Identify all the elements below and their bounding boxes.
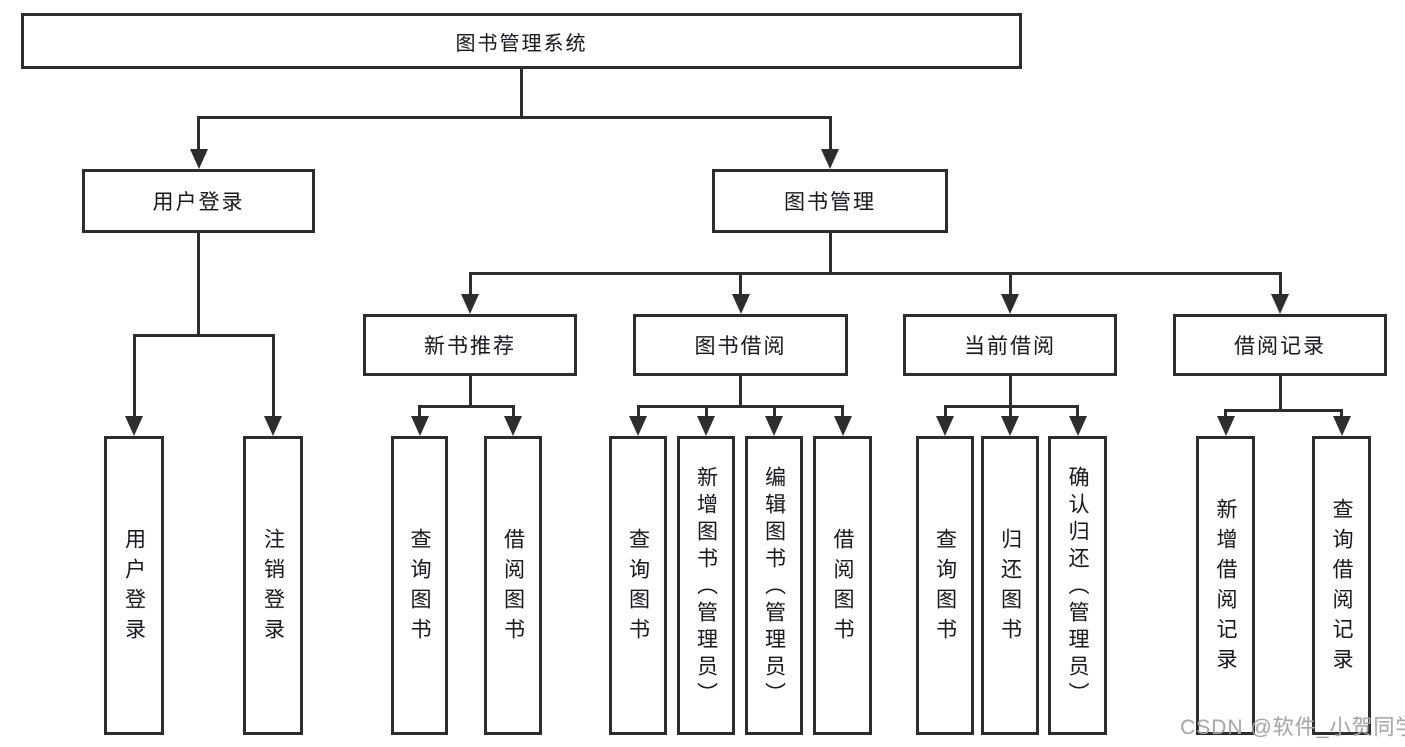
arrowhead-down-icon bbox=[1068, 416, 1087, 436]
node-label: 图书管理系统 bbox=[455, 32, 588, 55]
node-label: 当前借阅 bbox=[964, 335, 1056, 358]
arrowhead-down-icon bbox=[189, 149, 208, 169]
arrowhead-down-icon bbox=[936, 416, 954, 436]
node-leaf-confirm-return: 确认归还（管理员） bbox=[1048, 436, 1107, 735]
arrowhead-down-icon bbox=[1216, 416, 1235, 436]
node-leaf-user-login: 用户登录 bbox=[104, 436, 164, 735]
node-label: 借阅图书 bbox=[501, 527, 525, 648]
node-book-management: 图书管理 bbox=[712, 169, 948, 233]
node-label: 查询图书 bbox=[408, 527, 431, 648]
node-label: 查询图书 bbox=[626, 527, 650, 648]
node-label: 确认归还（管理员） bbox=[1066, 466, 1089, 709]
connector-segment bbox=[1008, 376, 1012, 408]
node-label: 新增借阅记录 bbox=[1214, 497, 1237, 678]
watermark: CSDN @软件_小贺同学 bbox=[1180, 716, 1405, 739]
node-label: 借阅记录 bbox=[1234, 335, 1326, 358]
node-label: 图书借阅 bbox=[694, 335, 787, 358]
connector-segment bbox=[841, 406, 844, 417]
connector-segment bbox=[468, 376, 472, 408]
node-leaf-add-book-admin: 新增图书（管理员） bbox=[677, 436, 735, 735]
connector-segment bbox=[704, 406, 708, 417]
node-root: 图书管理系统 bbox=[21, 13, 1022, 69]
connector-segment bbox=[943, 406, 947, 417]
arrowhead-down-icon bbox=[410, 416, 429, 436]
node-leaf-query-book-rec: 查询图书 bbox=[391, 436, 448, 735]
connector-segment bbox=[1224, 410, 1227, 417]
node-leaf-return-book: 归还图书 bbox=[981, 436, 1039, 735]
arrowhead-down-icon bbox=[833, 416, 852, 436]
arrowhead-down-icon bbox=[504, 416, 522, 436]
connector-segment bbox=[132, 333, 275, 337]
connector-segment bbox=[739, 376, 742, 408]
connector-segment bbox=[1340, 410, 1343, 417]
connector-segment bbox=[520, 69, 523, 119]
node-label: 查询借阅记录 bbox=[1330, 497, 1353, 678]
node-label: 注销登录 bbox=[261, 527, 285, 648]
node-book-borrowing: 图书借阅 bbox=[633, 314, 848, 376]
connector-segment bbox=[468, 271, 1282, 275]
connector-segment bbox=[1076, 406, 1079, 417]
node-leaf-query-borrow-record: 查询借阅记录 bbox=[1312, 436, 1371, 735]
arrowhead-down-icon bbox=[1001, 416, 1019, 436]
node-label: 新书推荐 bbox=[424, 335, 516, 358]
node-leaf-query-book-current: 查询图书 bbox=[916, 436, 974, 735]
node-label: 查询图书 bbox=[933, 527, 957, 648]
node-leaf-add-borrow-record: 新增借阅记录 bbox=[1196, 436, 1255, 735]
arrowhead-down-icon bbox=[1271, 294, 1289, 314]
node-borrowing-records: 借阅记录 bbox=[1173, 314, 1387, 376]
arrowhead-down-icon bbox=[731, 294, 750, 314]
arrowhead-down-icon bbox=[1332, 416, 1351, 436]
connector-segment bbox=[418, 404, 515, 408]
node-leaf-edit-book-admin: 编辑图书（管理员） bbox=[745, 436, 803, 735]
connector-segment bbox=[197, 115, 832, 119]
arrowhead-down-icon bbox=[1001, 294, 1019, 314]
connector-segment bbox=[1008, 273, 1012, 295]
arrowhead-down-icon bbox=[461, 294, 479, 314]
node-label: 图书管理 bbox=[784, 191, 876, 214]
connector-segment bbox=[1224, 408, 1343, 412]
node-leaf-query-book-borrow: 查询图书 bbox=[609, 436, 667, 735]
arrowhead-down-icon bbox=[264, 416, 282, 436]
arrowhead-down-icon bbox=[821, 149, 839, 169]
node-label: 编辑图书（管理员） bbox=[762, 466, 786, 709]
connector-segment bbox=[636, 406, 640, 417]
node-user-login: 用户登录 bbox=[82, 169, 315, 233]
connector-segment bbox=[1008, 406, 1012, 417]
node-current-borrowing: 当前借阅 bbox=[903, 314, 1117, 376]
node-label: 用户登录 bbox=[152, 191, 245, 214]
arrowhead-down-icon bbox=[629, 416, 647, 436]
connector-segment bbox=[1278, 376, 1282, 412]
connector-segment bbox=[739, 273, 742, 295]
node-label: 归还图书 bbox=[998, 527, 1022, 648]
connector-segment bbox=[772, 406, 776, 417]
node-label: 新增图书（管理员） bbox=[694, 466, 718, 709]
connector-segment bbox=[511, 406, 515, 417]
connector-segment bbox=[828, 117, 832, 150]
arrowhead-down-icon bbox=[765, 416, 783, 436]
arrowhead-down-icon bbox=[697, 416, 715, 436]
connector-segment bbox=[468, 273, 472, 295]
connector-segment bbox=[636, 404, 844, 408]
node-new-book-recommend: 新书推荐 bbox=[363, 314, 577, 376]
node-leaf-logout: 注销登录 bbox=[243, 436, 303, 735]
connector-segment bbox=[828, 233, 832, 275]
connector-segment bbox=[132, 335, 136, 417]
node-leaf-borrow-book-rec: 借阅图书 bbox=[484, 436, 542, 735]
node-leaf-borrow-book-2: 借阅图书 bbox=[813, 436, 872, 735]
connector-segment bbox=[197, 117, 200, 150]
connector-segment bbox=[271, 335, 275, 417]
arrowhead-down-icon bbox=[125, 416, 143, 436]
connector-segment bbox=[1278, 273, 1282, 295]
node-label: 用户登录 bbox=[122, 527, 146, 648]
node-label: 借阅图书 bbox=[831, 527, 854, 648]
connector-segment bbox=[418, 406, 421, 417]
connector-segment bbox=[197, 233, 200, 337]
